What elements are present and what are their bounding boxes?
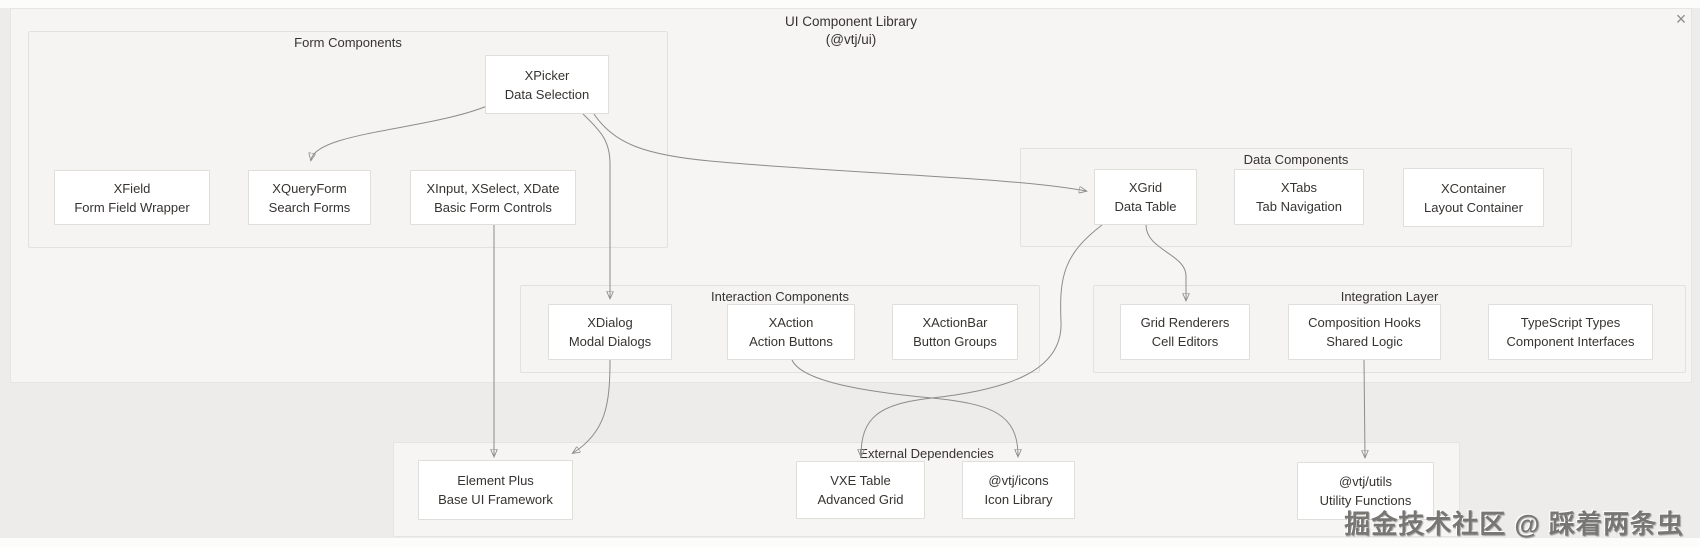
node-title: Element Plus	[457, 473, 534, 488]
node-subtitle: Search Forms	[268, 199, 351, 215]
node-xdialog: XDialog Modal Dialogs	[548, 304, 672, 360]
node-subtitle: Basic Form Controls	[434, 199, 552, 215]
node-subtitle: Data Selection	[504, 86, 590, 102]
title-line-1: UI Component Library	[784, 14, 918, 29]
node-title: Grid Renderers	[1140, 315, 1230, 330]
node-subtitle: Data Table	[1114, 199, 1177, 214]
node-title: XField	[113, 180, 151, 196]
node-subtitle: Icon Library	[984, 492, 1053, 507]
node-title: VXE Table	[830, 473, 891, 488]
node-subtitle: Base UI Framework	[438, 492, 553, 507]
node-xgrid: XGrid Data Table	[1094, 169, 1197, 225]
node-title: TypeScript Types	[1520, 315, 1621, 330]
node-subtitle: Cell Editors	[1151, 334, 1219, 349]
node-title: XInput, XSelect, XDate	[426, 180, 560, 196]
node-title: XContainer	[1440, 180, 1507, 196]
bottom-strip	[0, 538, 1700, 547]
node-xaction: XAction Action Buttons	[727, 304, 855, 360]
node-composition-hooks: Composition Hooks Shared Logic	[1288, 304, 1441, 360]
node-xfield: XField Form Field Wrapper	[54, 170, 210, 225]
node-subtitle: Utility Functions	[1319, 493, 1412, 508]
node-vtj-utils: @vtj/utils Utility Functions	[1297, 462, 1434, 520]
node-subtitle: Shared Logic	[1326, 334, 1403, 349]
node-title: XAction	[768, 315, 814, 330]
title-line-2: (@vtj/ui)	[825, 32, 877, 47]
node-subtitle: Layout Container	[1423, 199, 1523, 215]
node-title: Composition Hooks	[1308, 315, 1421, 330]
node-subtitle: Form Field Wrapper	[74, 199, 190, 215]
group-label: Data Components	[1243, 152, 1349, 167]
node-subtitle: Action Buttons	[749, 334, 833, 349]
node-xtabs: XTabs Tab Navigation	[1234, 169, 1364, 225]
node-title: @vtj/icons	[988, 473, 1049, 488]
node-typescript-types: TypeScript Types Component Interfaces	[1488, 304, 1653, 360]
watermark-text: 掘金技术社区 @ 踩着两条虫	[1344, 509, 1684, 539]
node-title: XTabs	[1280, 180, 1318, 195]
node-subtitle: Component Interfaces	[1506, 334, 1635, 349]
diagram-title: UI Component Library (@vtj/ui)	[10, 13, 1692, 49]
node-title: @vtj/utils	[1339, 474, 1392, 489]
node-subtitle: Button Groups	[913, 334, 997, 349]
node-vxe-table: VXE Table Advanced Grid	[796, 461, 925, 519]
node-subtitle: Modal Dialogs	[568, 334, 652, 349]
node-title: XDialog	[587, 315, 633, 330]
node-title: XActionBar	[922, 315, 988, 330]
group-label: Integration Layer	[1340, 289, 1439, 304]
group-label: External Dependencies	[859, 446, 994, 461]
node-title: XPicker	[524, 67, 570, 83]
node-xpicker: XPicker Data Selection	[485, 55, 609, 114]
top-strip	[0, 0, 1700, 8]
close-icon[interactable]: ×	[1675, 9, 1687, 29]
group-label: Interaction Components	[710, 289, 850, 304]
node-vtj-icons: @vtj/icons Icon Library	[962, 461, 1075, 519]
node-element-plus: Element Plus Base UI Framework	[418, 460, 573, 520]
node-subtitle: Advanced Grid	[817, 492, 904, 507]
node-xinput-xselect-xdate: XInput, XSelect, XDate Basic Form Contro…	[410, 170, 576, 225]
node-title: XQueryForm	[272, 180, 347, 196]
group-label: Form Components	[294, 35, 402, 50]
node-title: XGrid	[1128, 180, 1163, 195]
node-subtitle: Tab Navigation	[1256, 199, 1342, 214]
node-grid-renderers: Grid Renderers Cell Editors	[1120, 304, 1250, 360]
node-xcontainer: XContainer Layout Container	[1403, 168, 1544, 227]
node-xqueryform: XQueryForm Search Forms	[248, 170, 371, 225]
node-xactionbar: XActionBar Button Groups	[892, 304, 1018, 360]
